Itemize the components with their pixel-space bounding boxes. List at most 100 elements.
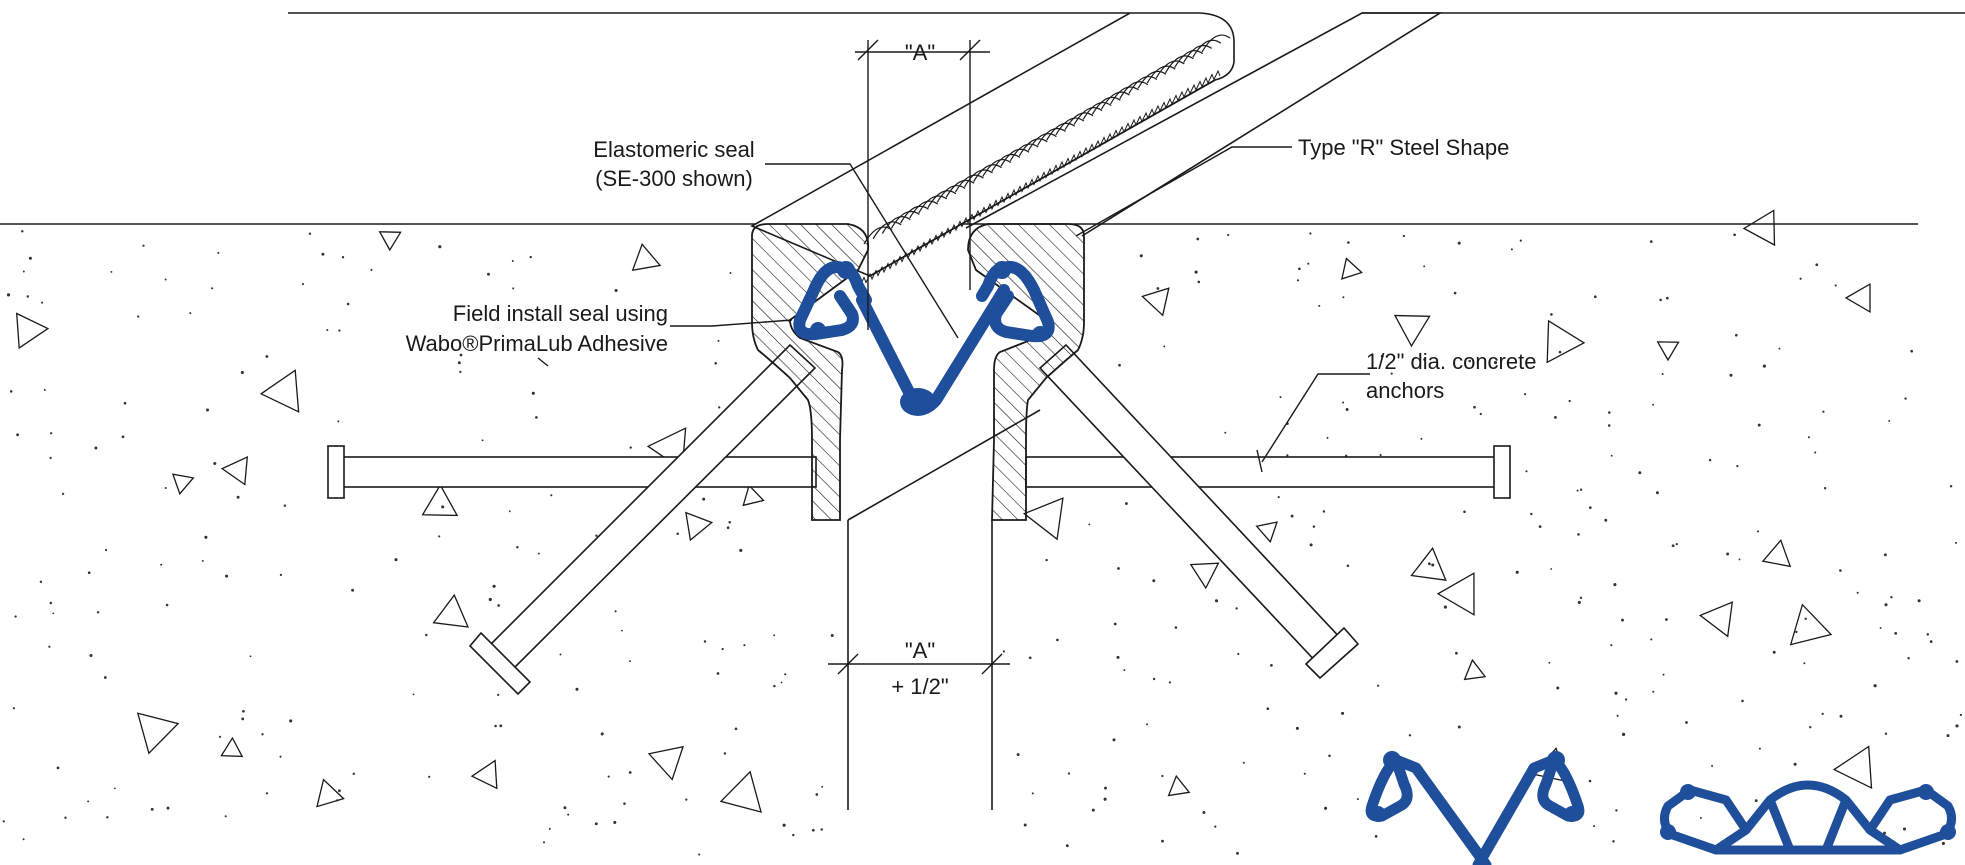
stipple-dot xyxy=(623,802,626,805)
seal-node xyxy=(993,261,1011,279)
stipple-dot xyxy=(1839,569,1842,572)
stipple-dot xyxy=(16,433,19,437)
stipple-dot xyxy=(1088,523,1091,526)
aggregate-mark xyxy=(1167,774,1191,797)
stipple-dot xyxy=(1884,732,1888,735)
stipple-dot xyxy=(1558,350,1562,354)
stipple-dot xyxy=(1659,298,1662,302)
stipple-dot xyxy=(438,245,442,249)
stipple-dot xyxy=(1346,564,1350,568)
dimension-a-top: "A" xyxy=(905,40,935,65)
stipple-dot xyxy=(1754,799,1758,803)
sample-node xyxy=(1370,806,1386,822)
stipple-dot xyxy=(1890,596,1893,599)
stipple-dot xyxy=(703,640,707,643)
seal-profile-samples xyxy=(1365,751,1956,865)
stipple-dot xyxy=(488,597,492,602)
stipple-dot xyxy=(1307,262,1310,265)
stipple-dot xyxy=(1652,690,1655,693)
stipple-dot xyxy=(1708,458,1712,462)
stipple-dot xyxy=(249,655,252,658)
stipple-dot xyxy=(718,406,721,409)
aggregate-mark xyxy=(719,770,762,813)
stipple-dot xyxy=(50,432,53,435)
stipple-dot xyxy=(217,251,220,254)
aggregate-mark xyxy=(470,759,498,790)
stipple-dot xyxy=(529,255,532,259)
stipple-dot xyxy=(1661,372,1664,376)
stipple-dot xyxy=(1879,626,1882,629)
stipple-dot xyxy=(542,841,546,844)
stipple-dot xyxy=(1649,240,1653,243)
stipple-dot xyxy=(1103,797,1107,801)
seal-rib xyxy=(881,216,911,234)
stipple-dot xyxy=(26,295,30,298)
stipple-dot xyxy=(1423,265,1426,268)
stipple-dot xyxy=(14,615,17,618)
stipple-dot xyxy=(739,548,743,552)
seal-rib xyxy=(1082,102,1112,120)
stipple-dot xyxy=(1525,470,1528,473)
stipple-dot xyxy=(236,495,240,499)
seal-rib xyxy=(1119,81,1149,100)
aggregate-mark xyxy=(259,369,300,413)
stipple-dot xyxy=(1341,711,1345,715)
seal-rib xyxy=(1201,34,1231,53)
sample-node xyxy=(1660,824,1676,840)
sample-node xyxy=(1918,784,1934,800)
stipple-dot xyxy=(22,838,25,841)
seal-rib xyxy=(1018,138,1048,157)
stipple-dot xyxy=(1104,786,1107,790)
seal-rib xyxy=(1146,65,1176,84)
stipple-dot xyxy=(1324,806,1328,810)
stipple-dot xyxy=(1538,525,1542,528)
stipple-dot xyxy=(1468,359,1472,363)
stipple-dot xyxy=(346,302,350,306)
stipple-dot xyxy=(1286,454,1289,457)
stipple-dot xyxy=(1638,471,1642,475)
stipple-dot xyxy=(1955,724,1959,728)
stipple-dot xyxy=(338,789,341,793)
joint-gap-lines xyxy=(847,409,1041,810)
stipple-dot xyxy=(1237,652,1240,656)
stipple-dot xyxy=(1904,397,1907,400)
stipple-dot xyxy=(1402,234,1406,238)
stipple-dot xyxy=(1242,761,1245,764)
stipple-dot xyxy=(685,798,688,801)
stipple-dot xyxy=(1124,502,1128,505)
aggregate-mark xyxy=(316,778,345,808)
stipple-dot xyxy=(1548,661,1551,664)
seal-rib xyxy=(982,159,1012,177)
stipple-dot xyxy=(1814,451,1817,454)
stipple-dot xyxy=(89,653,93,658)
concrete-aggregate xyxy=(15,209,1873,813)
stipple-dot xyxy=(1473,405,1476,409)
stipple-dot xyxy=(1734,333,1738,337)
stipple-dot xyxy=(1588,506,1592,509)
stipple-dot xyxy=(1298,267,1301,271)
stipple-dot xyxy=(600,732,604,736)
stipple-dot xyxy=(1152,677,1156,681)
aggregate-mark xyxy=(1255,521,1278,544)
aggregate-mark xyxy=(1436,572,1475,616)
aggregate-mark xyxy=(631,243,662,272)
stipple-dot xyxy=(1493,361,1498,365)
stipple-dot xyxy=(1593,825,1596,828)
seal-rib xyxy=(1091,96,1121,115)
seal-rib xyxy=(1155,60,1185,79)
stipple-dot xyxy=(164,486,167,490)
stipple-dot xyxy=(206,408,209,412)
stipple-dot xyxy=(721,647,724,651)
stipple-dot xyxy=(1455,651,1458,655)
stipple-dot xyxy=(1146,723,1149,726)
stipple-dot xyxy=(1161,774,1164,778)
stipple-dot xyxy=(1479,412,1482,416)
stipple-dot xyxy=(1309,232,1312,235)
stipple-dot xyxy=(743,644,746,647)
seal-rib xyxy=(1037,127,1066,146)
stipple-dot xyxy=(240,370,244,375)
stipple-dot xyxy=(676,532,679,535)
stipple-dot xyxy=(1196,237,1200,241)
stipple-dot xyxy=(1873,684,1877,688)
steel-shape-perspective xyxy=(750,12,1443,277)
